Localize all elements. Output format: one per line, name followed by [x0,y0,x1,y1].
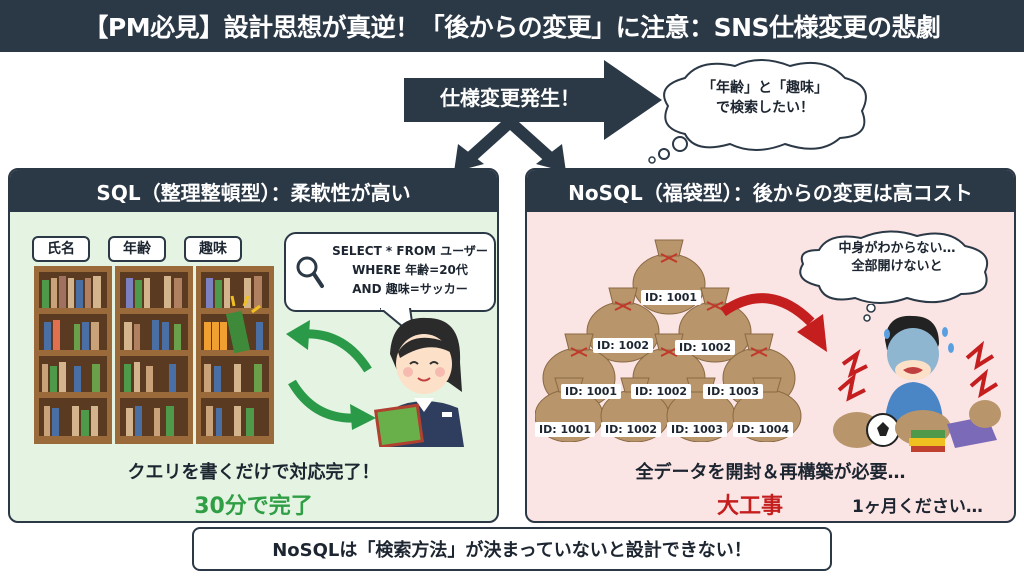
bag-label: ID: 1002 [593,338,654,353]
thought-cloud-icon [799,230,989,304]
panic-thought: 中身がわからない… 全部開けないと [817,240,977,276]
shelf-labels: 氏名 年齢 趣味 [32,236,242,262]
bookshelf-icon [34,266,274,444]
nosql-aside: 1ヶ月ください… [852,497,983,517]
bag-label: ID: 1003 [667,422,728,437]
sql-caption: クエリを書くだけで対応完了！ [127,462,380,483]
bag-label: ID: 1002 [631,384,692,399]
bag-label: ID: 1001 [641,290,702,305]
sql-query-bubble: SELECT * FROM ユーザー WHERE 年齢=20代 AND 趣味=サ… [284,232,496,312]
search-requirement-thought: 「年齢」と「趣味」 で検索したい！ [680,78,850,118]
thought-line: 中身がわからない… [838,241,956,256]
bag-label: ID: 1002 [601,422,662,437]
query-line: AND 趣味=サッカー [352,282,468,296]
nosql-caption: 全データを開封＆再構築が必要… [635,462,906,483]
shelf-label-age: 年齢 [108,236,166,262]
sql-result: 30分で完了 [194,494,313,519]
librarian-icon [374,317,464,447]
right-arrow-icon [404,60,662,140]
bag-label: ID: 1004 [733,422,794,437]
sql-panel-title: SQL（整理整頓型）：柔軟性が高い [10,170,497,212]
thought-line: 全部開けないと [851,259,943,274]
bag-label: ID: 1001 [561,384,622,399]
bag-label: ID: 1003 [703,384,764,399]
search-icon [296,256,324,288]
bag-label: ID: 1001 [535,422,596,437]
page-title: 【PM必見】設計思想が真逆！「後からの変更」に注意：SNS仕様変更の悲劇 [0,0,1024,52]
nosql-panel: NoSQL（福袋型）：後からの変更は高コスト [525,168,1016,523]
sql-panel: SQL（整理整頓型）：柔軟性が高い 氏名 年齢 趣味 [8,168,499,523]
nosql-result: 大工事 [717,494,784,519]
shelf-label-name: 氏名 [32,236,90,262]
panicking-developer-icon [833,304,1001,452]
thought-cloud-icon [648,59,867,164]
query-line: WHERE 年齢=20代 [352,263,468,277]
bag-label: ID: 1002 [675,340,736,355]
sql-query-text: SELECT * FROM ユーザー WHERE 年齢=20代 AND 趣味=サ… [326,242,494,299]
nosql-panel-title: NoSQL（福袋型）：後からの変更は高コスト [527,170,1014,212]
thought-line: 「年齢」と「趣味」 [702,80,828,96]
thought-line: で検索したい！ [716,100,814,116]
swap-arrows-icon [286,320,376,430]
red-arrow-icon [720,293,827,352]
query-line: SELECT * FROM ユーザー [332,244,488,258]
split-arrows-icon [454,120,566,172]
shelf-label-hobby: 趣味 [184,236,242,262]
conclusion-note: NoSQLは「検索方法」が決まっていないと設計できない！ [192,527,832,571]
spec-change-label: 仕様変更発生！ [440,86,580,110]
